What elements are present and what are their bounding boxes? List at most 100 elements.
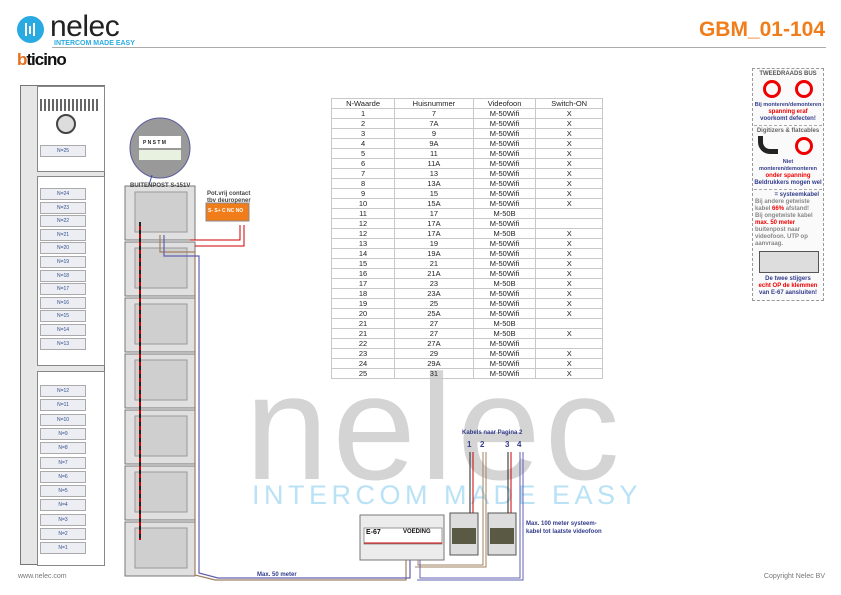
cell-videofoon: M-50B (472, 318, 537, 329)
call-button[interactable]: N=19 (40, 256, 86, 268)
document-id: GBM_01-104 (698, 18, 825, 41)
e67-label: E-67 (366, 529, 381, 536)
cell-switch-on (535, 318, 603, 329)
call-button[interactable]: N=9 (40, 427, 86, 440)
cell-videofoon: M-50Wifi (472, 238, 537, 249)
call-button[interactable]: N=16 (40, 296, 86, 309)
section-divider (754, 189, 822, 190)
call-button[interactable]: N=14 (40, 324, 86, 336)
bus-warn-2: spanning eraf (768, 109, 808, 115)
cable-legend: = systeemkabel (774, 192, 819, 198)
cell-n-waarde: 21 (330, 328, 396, 339)
cell-videofoon: M-50Wifi (472, 148, 537, 159)
cell-videofoon: M-50Wifi (472, 288, 537, 299)
cell-huisnummer: 25 (394, 298, 474, 309)
riser-3: van E-67 aansluiten! (758, 290, 818, 296)
call-button[interactable]: N=4 (40, 499, 86, 512)
no-voltage-icon-2 (795, 137, 813, 155)
col-videofoon: Videofoon (472, 98, 537, 109)
cell-videofoon: M-50Wifi (472, 168, 537, 179)
call-button[interactable]: N=7 (40, 456, 86, 469)
digit-warn-3: Beldrukkers mogen wel (754, 180, 822, 186)
outdoor-unit-label: BUITENPOST S-151V (130, 183, 191, 189)
call-button[interactable]: N=11 (40, 399, 86, 412)
call-button[interactable]: N=20 (40, 242, 86, 255)
cell-switch-on: X (535, 128, 603, 139)
cell-videofoon: M-50Wifi (472, 178, 537, 189)
cell-n-waarde: 12 (330, 228, 396, 239)
cell-n-waarde: 4 (330, 138, 396, 149)
call-button[interactable]: N=12 (40, 385, 86, 397)
call-button[interactable]: N=6 (40, 470, 86, 483)
call-button[interactable]: N=5 (40, 485, 86, 498)
call-button[interactable]: N=24 (40, 188, 86, 200)
call-button[interactable]: N=13 (40, 337, 86, 350)
cable-text-1: Bij andere getwiste kabel (755, 199, 810, 212)
camera-module: N=25 (37, 86, 105, 172)
cell-videofoon: M-50Wifi (472, 298, 537, 309)
cable-text-4: buitenpost naar videofoon. UTP op aanvra… (755, 227, 808, 247)
call-button[interactable]: N=2 (40, 528, 86, 540)
call-button[interactable]: N=1 (40, 542, 86, 555)
cell-switch-on: X (535, 138, 603, 149)
call-button[interactable]: N=17 (40, 283, 86, 296)
no-voltage-icon (795, 80, 813, 98)
call-button[interactable]: N=21 (40, 228, 86, 241)
cell-switch-on: X (535, 158, 603, 169)
cable-number-3: 3 (505, 440, 510, 449)
call-button[interactable]: N=3 (40, 513, 86, 526)
cell-videofoon: M-50Wifi (472, 348, 537, 359)
cell-n-waarde: 5 (330, 148, 396, 159)
cell-n-waarde: 6 (330, 158, 396, 169)
cell-n-waarde: 18 (330, 288, 396, 299)
cell-videofoon: M-50Wifi (472, 198, 537, 209)
cell-switch-on (535, 208, 603, 219)
cell-switch-on: X (535, 368, 603, 379)
footer-website[interactable]: www.nelec.com (18, 573, 67, 580)
cell-n-waarde: 3 (330, 128, 396, 139)
call-button[interactable]: N=15 (40, 310, 86, 323)
call-button-n25[interactable]: N=25 (40, 145, 86, 157)
cell-huisnummer: 17A (394, 218, 474, 229)
cell-huisnummer: 17 (394, 208, 474, 219)
bus-warn-1: Bij monteren/demonteren (754, 102, 822, 108)
cell-huisnummer: 11 (394, 148, 474, 159)
call-button[interactable]: N=8 (40, 442, 86, 455)
cell-n-waarde: 19 (330, 298, 396, 309)
call-button[interactable]: N=10 (40, 413, 86, 426)
voeding-label: VOEDING (403, 529, 431, 535)
cell-n-waarde: 21 (330, 318, 396, 329)
cell-switch-on: X (535, 348, 603, 359)
warnings-sidebar: TWEEDRAADS BUS Bij monteren/demonteren s… (752, 68, 824, 301)
cell-switch-on: X (535, 168, 603, 179)
cell-huisnummer: 19 (394, 238, 474, 249)
call-button[interactable]: N=18 (40, 269, 86, 282)
nelec-logo-icon (17, 16, 44, 43)
call-button[interactable]: N=23 (40, 201, 86, 214)
cell-n-waarde: 11 (330, 208, 396, 219)
cell-n-waarde: 17 (330, 278, 396, 289)
watermark-tagline: INTERCOM MADE EASY (252, 480, 643, 510)
call-button[interactable]: N=22 (40, 215, 86, 228)
cell-n-waarde: 23 (330, 348, 396, 359)
cell-n-waarde: 12 (330, 218, 396, 229)
cell-switch-on: X (535, 288, 603, 299)
cell-switch-on: X (535, 108, 603, 119)
digit-warn-2: onder spanning (765, 173, 811, 179)
cell-switch-on: X (535, 148, 603, 159)
max-50-label: Max. 50 meter (257, 572, 297, 578)
